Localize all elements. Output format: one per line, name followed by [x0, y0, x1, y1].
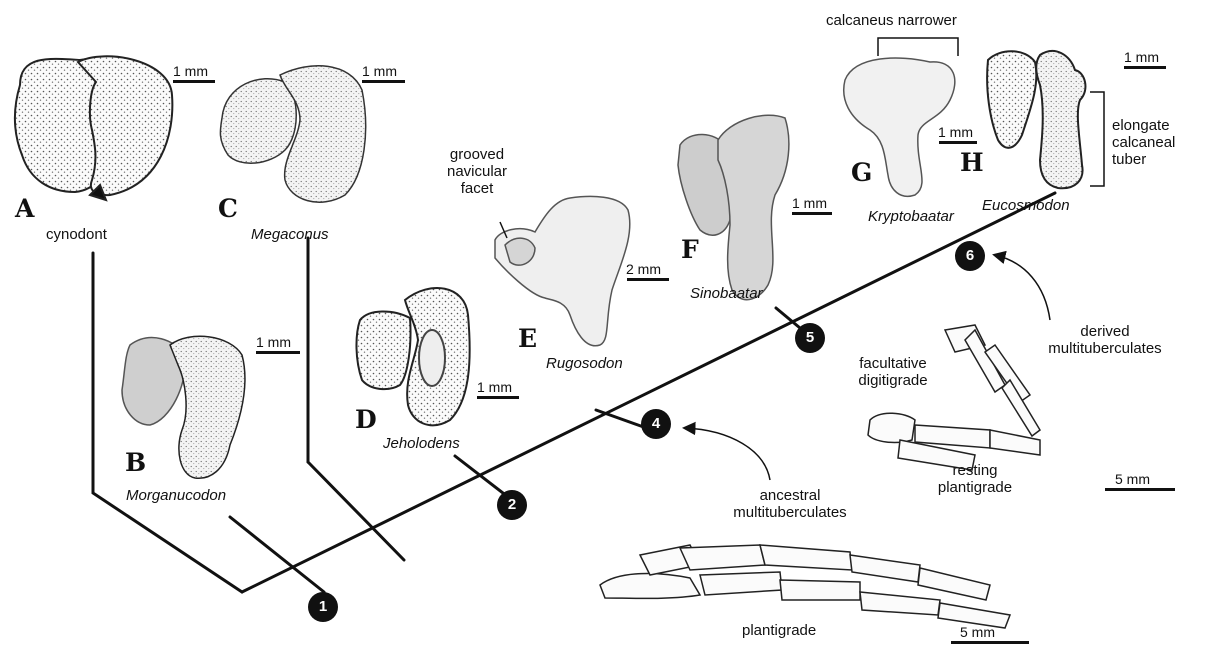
- annotation-derived: derived multituberculates: [1020, 323, 1190, 357]
- calcaneus-bracket: [878, 38, 958, 56]
- scale-label-f: 1 mm: [792, 196, 827, 211]
- panel-letter-d: D: [355, 407, 377, 432]
- annotation-line: multituberculates: [1020, 340, 1190, 357]
- elongate-bracket: [1090, 92, 1104, 186]
- node-5: 5: [795, 323, 825, 353]
- scale-bar-foot-upper: [1105, 488, 1175, 491]
- taxon-eucosmodon: Eucosmodon: [982, 197, 1070, 214]
- annotation-resting-plantigrade: resting plantigrade: [920, 462, 1030, 496]
- scale-label-h: 1 mm: [1124, 50, 1159, 65]
- node-6: 6: [955, 241, 985, 271]
- panel-letter-g: G: [851, 160, 872, 185]
- annotation-line: ancestral: [705, 487, 875, 504]
- annotation-line: digitigrade: [833, 372, 953, 389]
- taxon-jeholodens: Jeholodens: [383, 435, 460, 452]
- annotation-facultative-digitigrade: facultative digitigrade: [833, 355, 953, 389]
- fossil-h-eucosmodon: [987, 51, 1085, 188]
- scale-bar-a: [173, 80, 215, 83]
- annotation-line: elongate: [1112, 117, 1175, 134]
- branch-morganucodon: [230, 517, 324, 592]
- scale-label-d: 1 mm: [477, 380, 512, 395]
- annotation-line: plantigrade: [920, 479, 1030, 496]
- annotation-line: calcaneal: [1112, 134, 1175, 151]
- panel-letter-f: F: [681, 237, 699, 262]
- scale-label-foot-lower: 5 mm: [960, 625, 995, 640]
- scale-bar-f: [792, 212, 832, 215]
- fossil-e-rugosodon: [495, 196, 630, 345]
- annotation-plantigrade: plantigrade: [742, 622, 816, 639]
- node-2: 2: [497, 490, 527, 520]
- scale-label-b: 1 mm: [256, 335, 291, 350]
- node-1: 1: [308, 592, 338, 622]
- foot-plantigrade-lower: [600, 545, 1010, 628]
- taxon-morganucodon: Morganucodon: [126, 487, 226, 504]
- ancestral-arrow: [685, 428, 770, 480]
- annotation-line: grooved: [432, 146, 522, 163]
- backbone: [242, 193, 1055, 592]
- panel-letter-e: E: [518, 326, 537, 351]
- taxon-sinobaatar: Sinobaatar: [690, 285, 763, 302]
- panel-letter-b: B: [125, 450, 146, 475]
- scale-bar-h: [1124, 66, 1166, 69]
- annotation-calcaneus-narrower: calcaneus narrower: [826, 12, 957, 29]
- scale-bar-c: [362, 80, 405, 83]
- fossil-c-megaconus: [220, 66, 365, 202]
- fossil-a-cynodont: [15, 56, 172, 200]
- taxon-rugosodon: Rugosodon: [546, 355, 623, 372]
- annotation-line: resting: [920, 462, 1030, 479]
- annotation-line: facultative: [833, 355, 953, 372]
- scale-bar-g: [939, 141, 977, 144]
- node-4: 4: [641, 409, 671, 439]
- panel-letter-h: H: [960, 150, 984, 175]
- panel-letter-c: C: [218, 196, 238, 221]
- panel-letter-a: A: [15, 196, 34, 221]
- annotation-line: derived: [1020, 323, 1190, 340]
- annotation-elongate-tuber: elongate calcaneal tuber: [1112, 117, 1175, 168]
- branch-megaconus-join: [308, 462, 404, 560]
- scale-bar-d: [477, 396, 519, 399]
- scale-label-foot-upper: 5 mm: [1115, 472, 1150, 487]
- taxon-megaconus: Megaconus: [251, 226, 329, 243]
- taxon-kryptobaatar: Kryptobaatar: [868, 208, 954, 225]
- scale-label-a: 1 mm: [173, 64, 208, 79]
- scale-label-c: 1 mm: [362, 64, 397, 79]
- annotation-ancestral: ancestral multituberculates: [705, 487, 875, 521]
- annotation-line: multituberculates: [705, 504, 875, 521]
- taxon-cynodont: cynodont: [46, 226, 107, 243]
- scale-label-e: 2 mm: [626, 262, 661, 277]
- annotation-line: facet: [432, 180, 522, 197]
- scale-bar-foot-lower: [951, 641, 1029, 644]
- scale-bar-e: [627, 278, 669, 281]
- derived-arrow: [995, 255, 1050, 320]
- annotation-grooved-facet: grooved navicular facet: [432, 146, 522, 197]
- scale-bar-b: [256, 351, 300, 354]
- fossil-f-sinobaatar: [678, 115, 789, 299]
- annotation-line: tuber: [1112, 151, 1175, 168]
- annotation-line: navicular: [432, 163, 522, 180]
- scale-label-g: 1 mm: [938, 125, 973, 140]
- foot-digitigrade-upper: [868, 325, 1040, 470]
